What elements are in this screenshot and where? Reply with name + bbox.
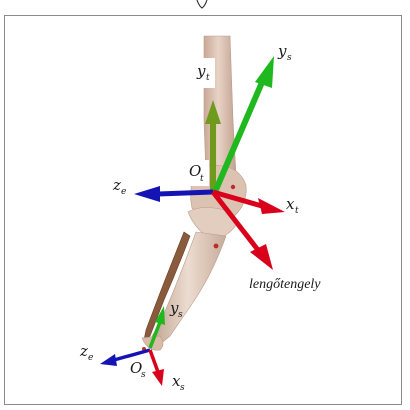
shank-z-sub: e (88, 353, 93, 363)
shank-x-sub: s (180, 383, 185, 393)
swing-axis (211, 190, 273, 270)
shank-y-axis (148, 306, 165, 349)
shank-z-label: z (79, 342, 88, 360)
thigh-origin-sub: t (200, 174, 204, 184)
shank-z-axis (100, 348, 151, 366)
origin-t-label-bg (187, 160, 209, 186)
thigh-z-sub: e (121, 187, 126, 197)
marker-knee-lateral (230, 184, 236, 190)
top-truncated-text (0, 0, 410, 14)
thigh-z-label: z (112, 176, 121, 194)
shank-x-label: x (172, 372, 181, 390)
y-t-label-bg (193, 58, 215, 88)
thigh-z-axis (134, 186, 214, 202)
shank-x-axis (148, 349, 164, 386)
thigh-frame (134, 56, 285, 270)
thigh-y-axis (205, 100, 221, 190)
shank-y-sub: s (178, 310, 183, 320)
thigh-y-sub: t (206, 73, 210, 83)
thigh-x-axis (212, 189, 285, 214)
shank-origin-label: O (130, 359, 142, 377)
upper-shank-y-axis (212, 56, 274, 194)
upper-y-s-label: y (277, 42, 287, 60)
thigh-y-label: y (196, 62, 206, 80)
swing-axis-label: lengőtengely (249, 277, 321, 292)
shank-frame (100, 306, 165, 386)
marker-knee-medial (213, 243, 219, 249)
top-truncated-text-svg (196, 0, 208, 9)
shank-y-label: y (169, 299, 179, 317)
upper-y-s-sub: s (287, 53, 292, 63)
thigh-x-label: x (286, 195, 295, 213)
thigh-x-sub: t (295, 206, 299, 216)
thigh-origin-label: O (189, 162, 201, 180)
shank-origin-sub: s (141, 370, 146, 380)
